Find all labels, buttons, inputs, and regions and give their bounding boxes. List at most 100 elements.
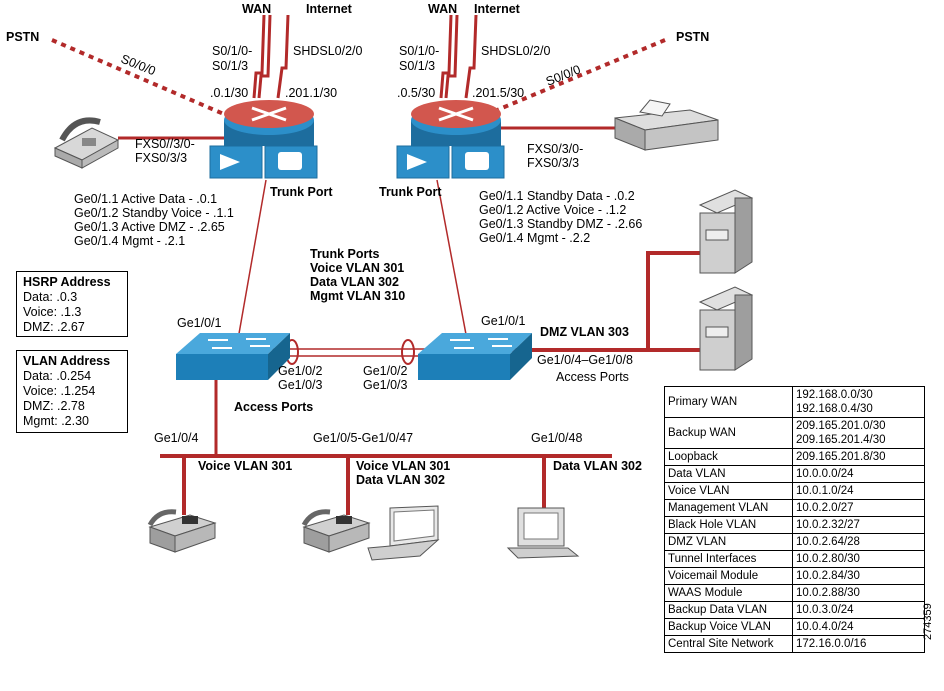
access-ports-label-left: Access Ports [234, 400, 313, 414]
table-cell-name: Management VLAN [664, 499, 793, 517]
trunk-ports-line-4: Mgmt VLAN 310 [310, 289, 405, 303]
fax-icon [614, 99, 719, 151]
ge104-108-label: Ge1/0/4–Ge1/0/8 [537, 353, 633, 367]
fxs-label-left-1: FXS0//3/0- [135, 137, 195, 151]
ge-right-line-2: Ge0/1.2 Active Voice - .1.2 [479, 203, 626, 217]
server-top [698, 189, 754, 274]
table-cell-value-line: 10.0.2.64/28 [796, 536, 860, 548]
ge-left-line-3: Ge0/1.3 Active DMZ - .2.65 [74, 220, 225, 234]
serial-label-left-2: S0/1/3 [212, 59, 248, 73]
table-cell-value-line: 10.0.0.0/24 [796, 468, 854, 480]
vlan-row: Data: .0.254 [23, 369, 92, 383]
table-cell-value-line: 209.165.201.0/30 [796, 420, 886, 432]
table-cell-name: DMZ VLAN [664, 533, 793, 551]
table-cell-value: 10.0.2.84/30 [792, 567, 925, 585]
trunk-link-left [236, 179, 267, 346]
s000-label-right: S0/0/0 [544, 62, 583, 89]
table-cell-name: Loopback [664, 448, 793, 466]
table-cell-value: 10.0.2.64/28 [792, 533, 925, 551]
data-vlan-label-right: Data VLAN 302 [553, 459, 642, 473]
shdsl-right [464, 14, 478, 99]
ip-phone-icon-2 [301, 509, 371, 553]
table-cell-value-line: 192.168.0.0/30 [796, 389, 873, 401]
ge-left-line-2: Ge0/1.2 Standby Voice - .1.1 [74, 206, 234, 220]
trunk-link-right [436, 179, 469, 346]
wan-serial-right-1 [439, 14, 453, 99]
table-cell-value: 10.0.2.32/27 [792, 516, 925, 534]
table-cell-name: Backup WAN [664, 417, 793, 449]
table-cell-value-line: 192.168.0.4/30 [796, 403, 873, 415]
dmz-vlan-label: DMZ VLAN 303 [540, 325, 629, 339]
ge102-label-right: Ge1/0/2 [363, 364, 408, 378]
figure-number: 274359 [922, 603, 934, 640]
hsrp-address-box: HSRP Address Data: .0.3 Voice: .1.3 DMZ:… [16, 271, 128, 337]
ge-left-line-1: Ge0/1.1 Active Data - .0.1 [74, 192, 217, 206]
ge104-label: Ge1/0/4 [154, 431, 199, 445]
table-cell-name: Primary WAN [664, 386, 793, 418]
table-cell-value: 10.0.2.88/30 [792, 584, 925, 602]
hsrp-row: Voice: .1.3 [23, 305, 82, 319]
vlan-row: Mgmt: .2.30 [23, 414, 89, 428]
ge105-147-label: Ge1/0/5-Ge1/0/47 [313, 431, 413, 445]
table-cell-name: Backup Data VLAN [664, 601, 793, 619]
wan-serial-right-2 [444, 14, 459, 99]
table-cell-value-line: 172.16.0.0/16 [796, 638, 867, 650]
wan-serial-left-1 [252, 14, 266, 99]
table-cell-value-line: 10.0.2.32/27 [796, 519, 860, 531]
serial-label-right-1: S0/1/0- [399, 44, 439, 58]
pstn-label-right: PSTN [676, 30, 709, 44]
table-cell-value-line: 10.0.1.0/24 [796, 485, 854, 497]
internet-label-right: Internet [474, 2, 521, 16]
addr-label-right-2: .201.5/30 [472, 86, 524, 100]
addr-label-left-1: .0.1/30 [210, 86, 248, 100]
ge101-label-right: Ge1/0/1 [481, 314, 526, 328]
etherchannel-oval-right [401, 339, 415, 365]
fxs-label-left-2: FXS0/3/3 [135, 151, 187, 165]
table-cell-name: WAAS Module [664, 584, 793, 602]
table-cell-value: 10.0.4.0/24 [792, 618, 925, 636]
trunk-ports-line-3: Data VLAN 302 [310, 275, 399, 289]
table-cell-value-line: 209.165.201.8/30 [796, 451, 886, 463]
wan-label-left: WAN [242, 2, 271, 16]
table-cell-name: Central Site Network [664, 635, 793, 653]
trunk-ports-line-2: Voice VLAN 301 [310, 261, 404, 275]
serial-label-left-1: S0/1/0- [212, 44, 252, 58]
table-cell-value-line: 10.0.2.0/27 [796, 502, 854, 514]
ge-right-line-1: Ge0/1.1 Standby Data - .0.2 [479, 189, 635, 203]
table-cell-value: 10.0.2.0/27 [792, 499, 925, 517]
table-cell-name: Voicemail Module [664, 567, 793, 585]
trunk-ports-line-1: Trunk Ports [310, 247, 380, 261]
router-right [396, 100, 505, 179]
ge103-label-right: Ge1/0/3 [363, 378, 408, 392]
voice-vlan-label-mid: Voice VLAN 301 [356, 459, 450, 473]
ge-right-line-4: Ge0/1.4 Mgmt - .2.2 [479, 231, 590, 245]
trunk-port-label-left: Trunk Port [270, 185, 333, 199]
table-cell-value: 192.168.0.0/30 192.168.0.4/30 [792, 386, 925, 418]
table-cell-value-line: 10.0.2.80/30 [796, 553, 860, 565]
pc-icon [506, 507, 580, 559]
table-cell-value: 10.0.3.0/24 [792, 601, 925, 619]
vlan-row: Voice: .1.254 [23, 384, 96, 398]
pstn-link-right [477, 38, 666, 120]
hsrp-row: Data: .0.3 [23, 290, 78, 304]
vlan-address-box: VLAN Address Data: .0.254 Voice: .1.254 … [16, 350, 128, 433]
data-vlan-label-mid: Data VLAN 302 [356, 473, 445, 487]
router-left [209, 100, 318, 179]
pstn-label-left: PSTN [6, 30, 39, 44]
wan-label-right: WAN [428, 2, 457, 16]
ge103-label-left: Ge1/0/3 [278, 378, 323, 392]
table-cell-name: Black Hole VLAN [664, 516, 793, 534]
dmz-link-top [500, 251, 700, 352]
table-cell-value: 172.16.0.0/16 [792, 635, 925, 653]
